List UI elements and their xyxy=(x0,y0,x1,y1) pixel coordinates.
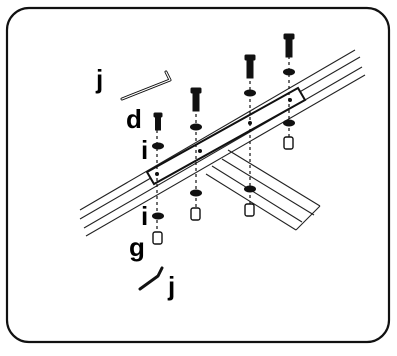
allen-key-icon xyxy=(138,266,164,291)
label-allen-key-top: j xyxy=(95,64,103,94)
label-allen-key-bottom: j xyxy=(167,271,175,301)
bolt-icon xyxy=(152,136,294,245)
label-screw-top: d xyxy=(126,104,142,134)
washer-icon xyxy=(152,68,295,150)
diagram-frame xyxy=(5,6,391,344)
screw-icon xyxy=(153,33,295,131)
frame-rails xyxy=(79,49,366,237)
label-washer-bottom: i xyxy=(141,201,148,231)
label-washer-top: i xyxy=(141,135,148,165)
washer-icon xyxy=(152,119,295,220)
label-bolt-bottom: g xyxy=(129,232,145,262)
connector-plate xyxy=(145,86,307,186)
